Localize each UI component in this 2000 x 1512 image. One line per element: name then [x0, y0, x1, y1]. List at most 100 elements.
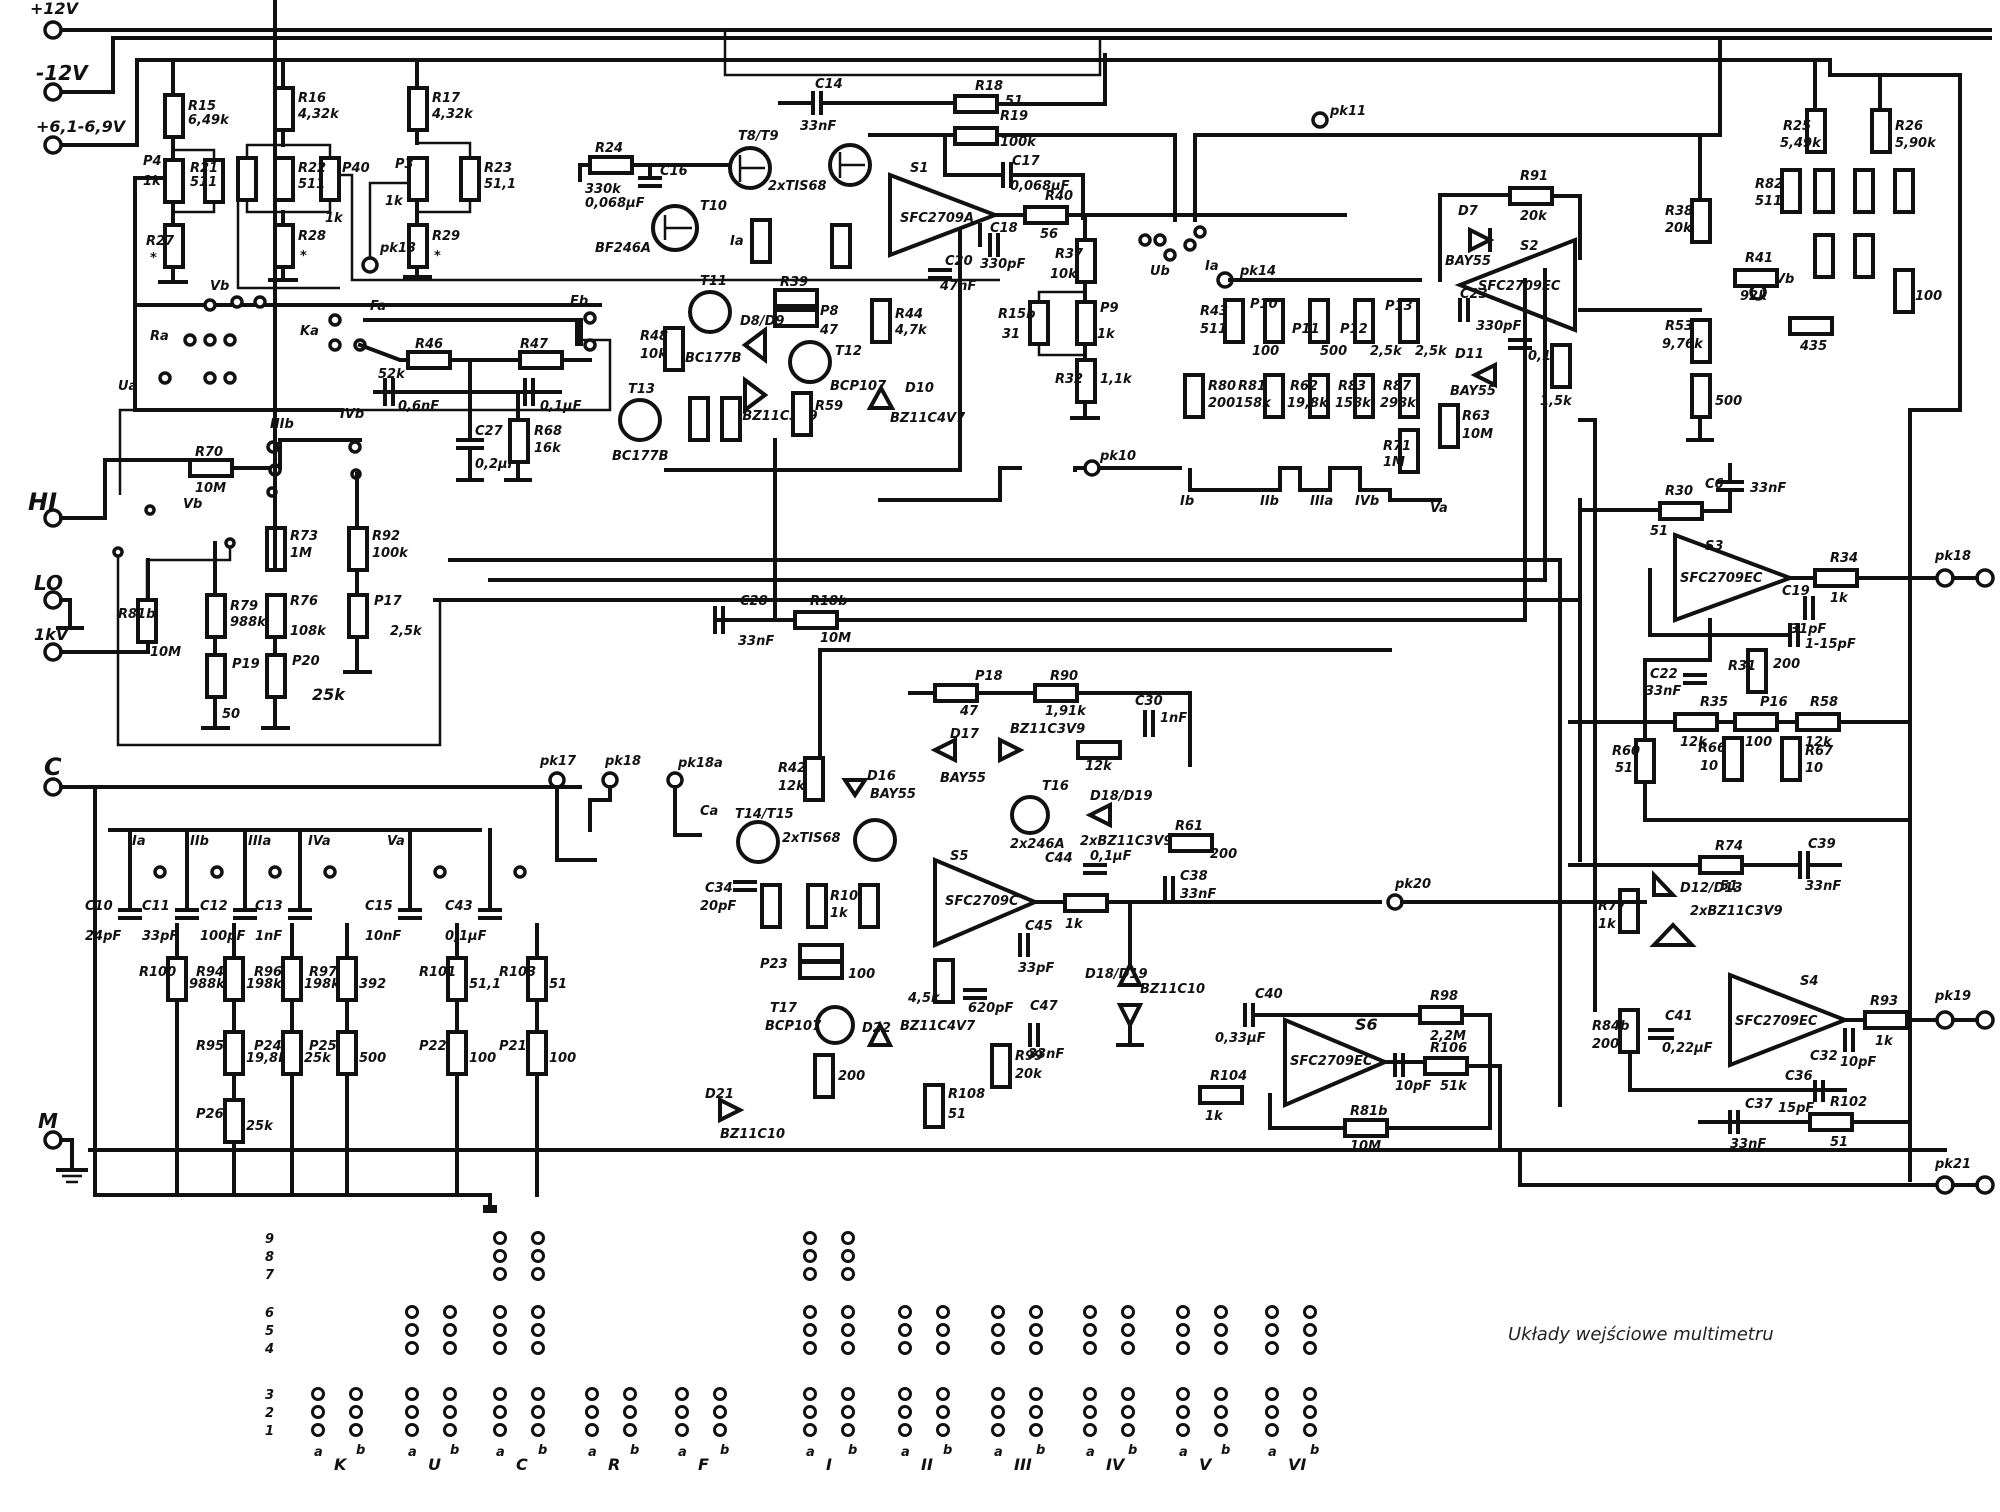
svg-text:Vb: Vb [1775, 272, 1794, 287]
pot-p8 [773, 308, 819, 328]
diode-d8 [741, 326, 767, 364]
svg-text:1k: 1k [1205, 1109, 1224, 1124]
terminal-pk18-b[interactable] [1975, 568, 1995, 588]
svg-text:R58: R58 [1810, 695, 1838, 710]
testpoint-pk18a[interactable] [666, 771, 684, 789]
testpoint-pk13[interactable] [361, 256, 379, 274]
terminal-plus6v[interactable] [43, 135, 63, 155]
svg-text:0,6nF: 0,6nF [398, 399, 439, 414]
svg-text:100: 100 [848, 967, 875, 982]
resistor-r86 [858, 883, 880, 929]
pot-p6b [1690, 373, 1712, 419]
matrix-sub-label-a: a [901, 1445, 910, 1460]
svg-text:R87: R87 [1383, 379, 1412, 394]
svg-text:Vb: Vb [210, 279, 229, 294]
svg-text:10M: 10M [195, 481, 226, 496]
svg-text:4,32k: 4,32k [297, 107, 340, 122]
chassis-ground-icon [56, 1168, 88, 1184]
terminal-pk18-a[interactable] [1935, 568, 1955, 588]
component-value: 19,8k [246, 1051, 288, 1066]
switch-contact-f-3a [675, 1387, 689, 1401]
svg-text:R38: R38 [1665, 204, 1693, 219]
terminal-c[interactable] [43, 777, 63, 797]
testpoint-pk10[interactable] [1083, 459, 1101, 477]
svg-text:S2: S2 [1520, 239, 1538, 254]
svg-text:12k: 12k [778, 779, 806, 794]
pot-p21 [526, 1030, 548, 1076]
svg-text:1,91k: 1,91k [1045, 704, 1087, 719]
svg-text:BAY55: BAY55 [870, 787, 916, 802]
svg-text:4,7k: 4,7k [894, 323, 928, 338]
pot-p24 [281, 1030, 303, 1076]
resistor-r42 [1076, 740, 1122, 760]
resistor-r91 [1508, 186, 1554, 206]
svg-text:R92: R92 [372, 529, 400, 544]
terminal-minus12v[interactable] [43, 82, 63, 102]
testpoint-pk18[interactable] [601, 771, 619, 789]
testpoint-pk20[interactable] [1386, 893, 1404, 911]
matrix-column-label: II [921, 1455, 933, 1474]
reference-divider-right: R25 5,49k R26 5,90k R82 511 100 435 Vb R… [1558, 38, 1962, 1182]
switch-contact [433, 865, 447, 879]
svg-text:pk21: pk21 [1934, 1157, 1971, 1172]
resistor-r87b [806, 883, 828, 929]
terminal-pk19-a[interactable] [1935, 1010, 1955, 1030]
pot-p7 [720, 396, 742, 442]
svg-text:10M: 10M [1462, 427, 1493, 442]
svg-text:5,49k: 5,49k [1780, 136, 1822, 151]
resistor-r81 [1263, 373, 1285, 419]
resistor-r30 [1658, 501, 1704, 521]
svg-text:T16: T16 [1042, 779, 1069, 794]
switch-contact-u-5b [443, 1323, 457, 1337]
svg-text:47: 47 [819, 323, 839, 338]
switch-contact-v-6a [1176, 1305, 1190, 1319]
switch-contact-v-2a [1176, 1405, 1190, 1419]
matrix-column-label: VI [1288, 1455, 1306, 1474]
terminal-plus12v[interactable] [43, 20, 63, 40]
switch-contact-c-4b [531, 1341, 545, 1355]
svg-text:BAY55: BAY55 [1445, 254, 1491, 269]
resistor-r47 [518, 350, 564, 370]
terminal-pk21-b[interactable] [1975, 1175, 1995, 1195]
testpoint-pk17[interactable] [548, 771, 566, 789]
terminal-m[interactable] [43, 1130, 63, 1150]
terminal-pk19-b[interactable] [1975, 1010, 1995, 1030]
svg-text:298k: 298k [1380, 396, 1417, 411]
matrix-column-label: I [826, 1455, 832, 1474]
terminal-pk21-a[interactable] [1935, 1175, 1955, 1195]
switch-contact-vi-5a [1265, 1323, 1279, 1337]
svg-text:R43: R43 [1200, 304, 1228, 319]
svg-text:P16: P16 [1760, 695, 1788, 710]
switch-contact-iii-5b [1029, 1323, 1043, 1337]
diode-d16 [930, 736, 957, 764]
switch-contact-iii-1a [991, 1423, 1005, 1437]
svg-text:Vb: Vb [183, 497, 202, 512]
resistor-r58 [1795, 712, 1841, 732]
matrix-column-label: R [608, 1455, 620, 1474]
testpoint-pk11[interactable] [1311, 111, 1329, 129]
svg-text:5,90k: 5,90k [1895, 136, 1937, 151]
switch-contact-ii-6a [898, 1305, 912, 1319]
label-lo: LO [34, 571, 63, 595]
switch-contact-r-3a [585, 1387, 599, 1401]
switch-contact-k-2a [311, 1405, 325, 1419]
matrix-sub-label-b: b [450, 1443, 459, 1458]
matrix-sub-label-a: a [678, 1445, 687, 1460]
svg-text:D18/D19: D18/D19 [1090, 789, 1153, 804]
resistor-r93 [1863, 1010, 1909, 1030]
switch-contact-iii-6b [1029, 1305, 1043, 1319]
svg-text:0,068μF: 0,068μF [1010, 179, 1070, 194]
resistor-r28 [273, 223, 295, 269]
resistor-r84 [1788, 316, 1834, 336]
pot-p13 [1398, 298, 1420, 344]
resistor-r106 [1343, 1118, 1389, 1138]
resistor-r41 [1733, 268, 1779, 288]
svg-text:330k: 330k [585, 182, 622, 197]
svg-text:9,76k: 9,76k [1662, 337, 1704, 352]
matrix-row-label: 2 [265, 1406, 274, 1421]
switch-contact-k-1a [311, 1423, 325, 1437]
svg-text:0,2μF: 0,2μF [475, 457, 517, 472]
terminal-1kv[interactable] [43, 642, 63, 662]
svg-text:BAY55: BAY55 [940, 771, 986, 786]
svg-text:12k: 12k [1085, 759, 1113, 774]
